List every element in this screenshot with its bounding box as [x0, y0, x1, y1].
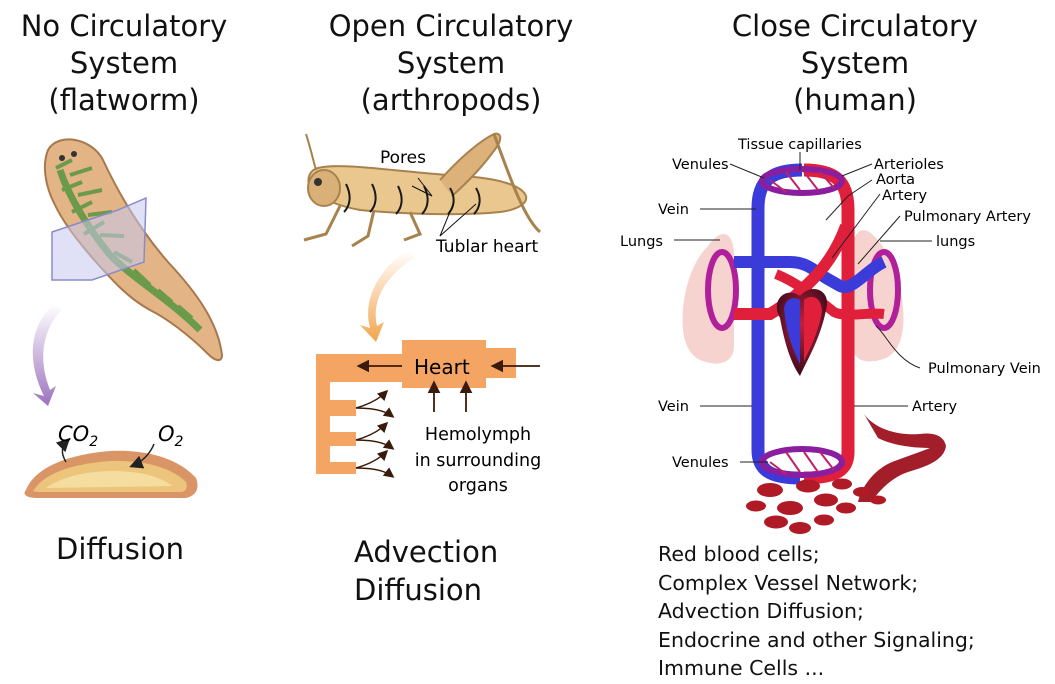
caption-line: Diffusion — [354, 571, 498, 609]
flatworm-illustration — [45, 139, 222, 360]
arrow-down-icon — [360, 250, 414, 342]
o2-label: O2 — [158, 422, 184, 450]
co2-label: CO2 — [58, 422, 98, 450]
caption-line: Advection — [354, 533, 498, 571]
label-aorta: Aorta — [876, 172, 915, 188]
label-venules-bottom: Venules — [672, 455, 729, 471]
label-vein-top: Vein — [658, 202, 689, 218]
note-line: Advection Diffusion; — [658, 597, 975, 626]
note-line: Complex Vessel Network; — [658, 569, 975, 598]
note-line: Endocrine and other Signaling; — [658, 626, 975, 655]
label-lungs-right: lungs — [936, 234, 975, 250]
hemolymph-label-line1: Hemolymph — [425, 425, 531, 445]
label-venules-top: Venules — [672, 157, 729, 173]
caption-flatworm: Diffusion — [56, 530, 184, 568]
label-pulmonary-artery: Pulmonary Artery — [904, 209, 1031, 225]
hemolymph-label-line2: in surrounding — [415, 451, 541, 471]
tissue-diffusion-illustration — [25, 440, 198, 498]
label-arterioles: Arterioles — [874, 157, 944, 173]
pores-label: Pores — [380, 148, 426, 168]
label-artery-bottom: Artery — [912, 399, 957, 415]
tubular-heart-label: Tublar heart — [435, 237, 539, 257]
label-pulmonary-vein: Pulmonary Vein — [928, 361, 1041, 377]
hemolymph-label-line3: organs — [448, 476, 508, 496]
label-artery-top: Artery — [882, 188, 927, 204]
label-vein-bottom: Vein — [658, 399, 689, 415]
note-line: Red blood cells; — [658, 540, 975, 569]
human-notes-list: Red blood cells; Complex Vessel Network;… — [658, 540, 975, 683]
label-lungs-left: Lungs — [620, 234, 663, 250]
arrow-down-icon — [33, 304, 62, 406]
heart-label: Heart — [414, 355, 470, 379]
note-line: Immune Cells ... — [658, 654, 975, 683]
label-tissue-capillaries: Tissue capillaries — [737, 137, 862, 153]
caption-arthropods: Advection Diffusion — [354, 533, 498, 609]
caption-line: Diffusion — [56, 530, 184, 568]
